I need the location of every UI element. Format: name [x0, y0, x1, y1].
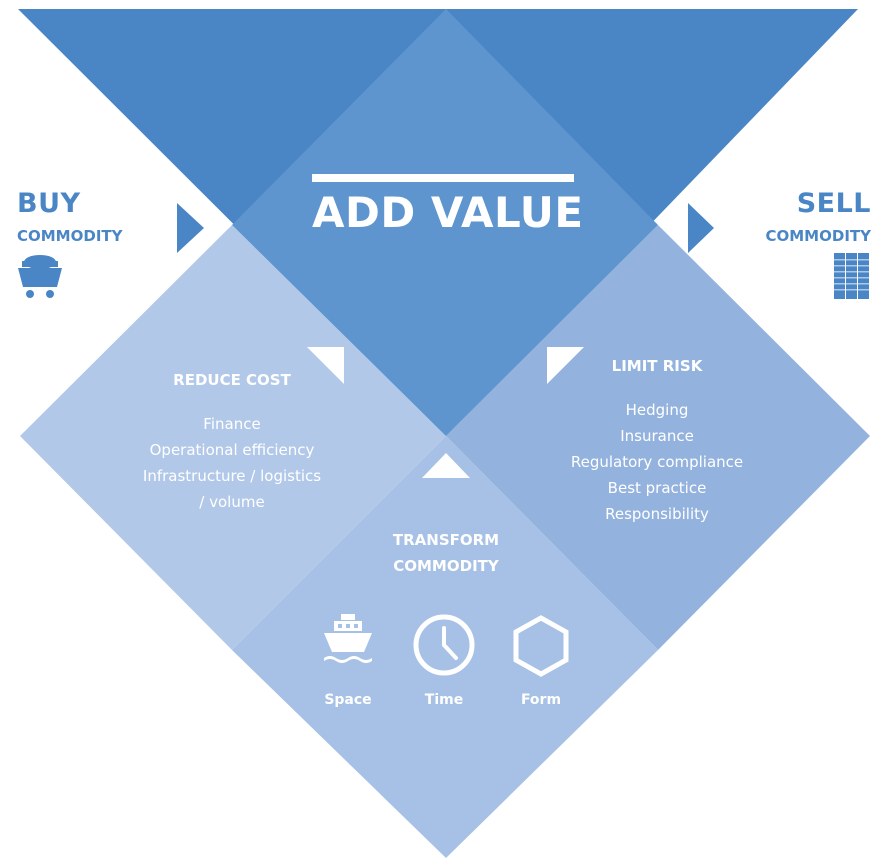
form-label: Form: [520, 692, 562, 708]
time-label: Time: [424, 692, 464, 708]
transform-title-line2: COMMODITY: [393, 557, 499, 575]
add-value-title: ADD VALUE: [312, 188, 584, 237]
buy-title: BUY: [17, 188, 81, 219]
hexagon-icon: [513, 615, 569, 677]
limit-risk-diamond: [446, 225, 870, 650]
reduce-cost-title: REDUCE COST: [173, 371, 291, 389]
list-item: Responsibility: [605, 505, 709, 523]
sell-subtitle: COMMODITY: [765, 227, 872, 245]
buy-arrow-icon: [177, 203, 204, 253]
sell-arrow-icon: [688, 203, 714, 253]
buy-subtitle: COMMODITY: [17, 227, 123, 245]
list-item: Regulatory compliance: [570, 453, 744, 471]
transform-title-line1: TRANSFORM: [392, 531, 500, 549]
space-label: Space: [324, 692, 372, 708]
limit-risk-corner-icon: [547, 347, 584, 384]
limit-risk-list: Hedging Insurance Regulatory compliance …: [537, 397, 777, 527]
list-item: Best practice: [607, 479, 707, 497]
add-value-diamond: [232, 9, 658, 436]
add-value-bar: [312, 174, 574, 182]
list-item: Infrastructure / logistics: [142, 467, 322, 485]
transform-up-arrow-icon: [422, 453, 470, 478]
mine-cart-icon: [18, 255, 62, 298]
list-item: Operational efficiency: [149, 441, 315, 459]
reduce-cost-corner-icon: [307, 347, 344, 384]
list-item: Finance: [203, 415, 261, 433]
list-item: Insurance: [620, 427, 694, 445]
sell-title: SELL: [796, 188, 871, 219]
clock-icon: [413, 614, 475, 676]
limit-risk-title: LIMIT RISK: [611, 357, 703, 375]
list-item: / volume: [199, 493, 265, 511]
reduce-cost-list: Finance Operational efficiency Infrastru…: [112, 411, 352, 515]
reduce-cost-diamond: [20, 225, 446, 650]
list-item: Hedging: [625, 401, 689, 419]
bar-stack-icon: [834, 253, 869, 299]
